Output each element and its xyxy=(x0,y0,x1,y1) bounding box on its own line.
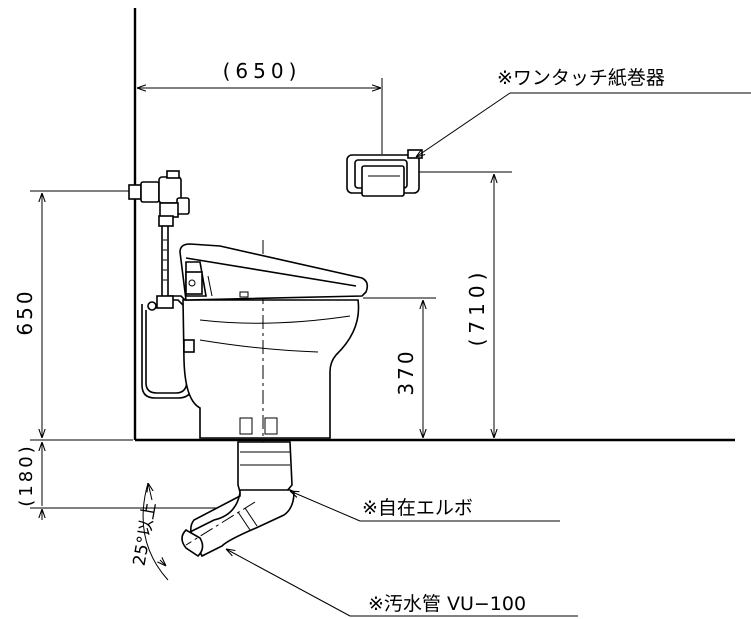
drain-pipe-callout: ※汚水管 VU−100 xyxy=(226,549,578,617)
dimension-seat-height: 370 xyxy=(363,297,436,438)
dimension-valve-height-label: 650 xyxy=(13,288,37,335)
paper-holder xyxy=(346,149,512,197)
dimension-valve-height: 650 xyxy=(13,190,133,441)
slope-label: 25°以上 xyxy=(130,501,161,568)
slope-annotation: 25°以上 xyxy=(130,483,169,581)
dimension-seat-height-label: 370 xyxy=(394,348,418,395)
paper-holder-callout: ※ワンタッチ紙巻器 xyxy=(416,67,751,157)
dimension-holder-offset: (650) xyxy=(137,59,383,154)
toilet-seat xyxy=(179,243,369,301)
elbow-pipe xyxy=(181,441,295,558)
elbow-callout: ※自在エルボ xyxy=(290,491,560,522)
dimension-holder-offset-label: (650) xyxy=(223,59,302,83)
wall-and-floor xyxy=(133,8,735,442)
dimension-holder-height: (710) xyxy=(465,174,494,438)
dimension-floor-depth: (180) xyxy=(16,442,245,520)
elbow-label: ※自在エルボ xyxy=(362,497,473,519)
flush-valve xyxy=(128,170,193,399)
paper-holder-label: ※ワンタッチ紙巻器 xyxy=(497,67,665,89)
dimension-holder-height-label: (710) xyxy=(465,268,489,347)
dimension-floor-depth-label: (180) xyxy=(16,443,37,506)
drain-pipe-label: ※汚水管 VU−100 xyxy=(368,593,526,615)
